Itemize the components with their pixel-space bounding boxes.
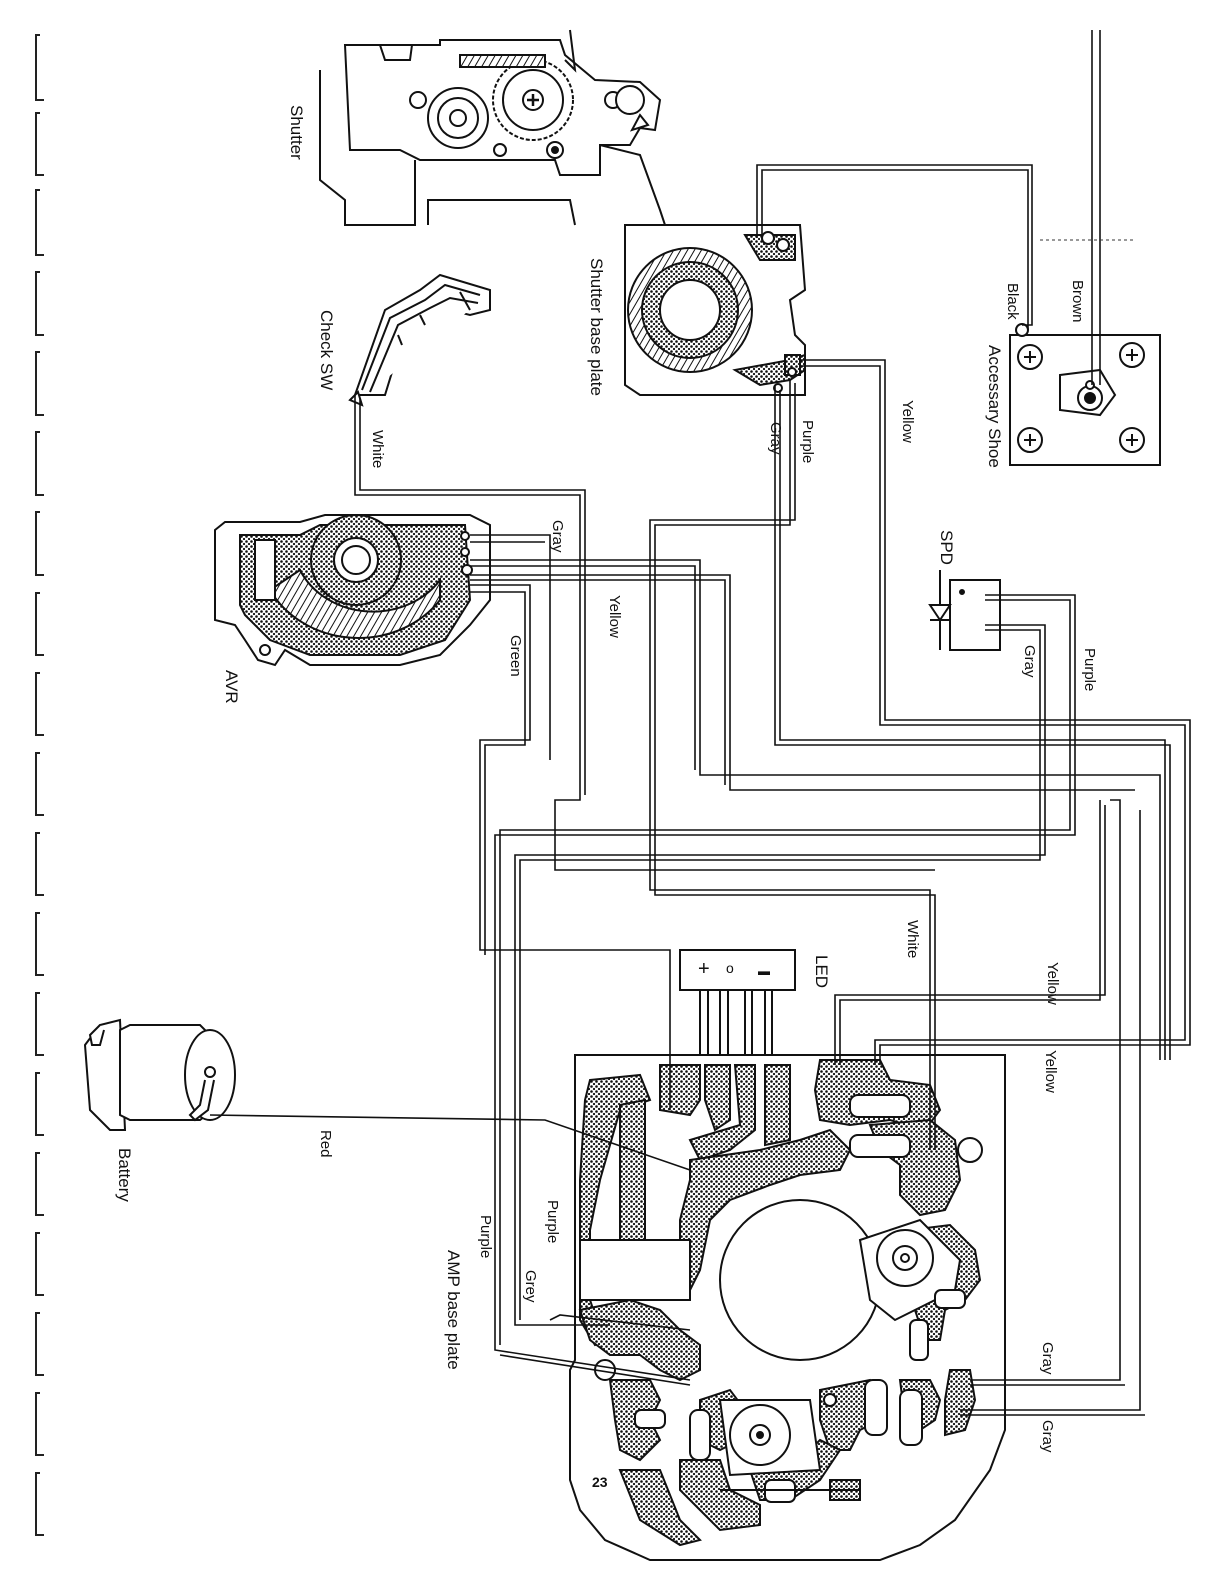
label-amp-base-plate: AMP base plate xyxy=(444,1250,463,1370)
wire-label-yellow-amp1: Yellow xyxy=(1044,962,1061,1005)
shutter-base-plate xyxy=(624,224,807,396)
led-circle: o xyxy=(726,960,734,976)
wire-label-gray-amp1: Gray xyxy=(1039,1342,1056,1375)
label-shutter-base-plate: Shutter base plate xyxy=(587,258,606,396)
page-number: 23 xyxy=(592,1474,608,1490)
wire-label-gray-amp2: Gray xyxy=(1039,1420,1056,1453)
wire-label-purple-spd: Purple xyxy=(1081,648,1098,692)
wire-label-red-battery: Red xyxy=(317,1130,334,1158)
label-shutter: Shutter xyxy=(287,105,306,160)
wire-label-white-check: White xyxy=(369,430,386,469)
led-minus: ▬ xyxy=(758,964,770,978)
wire-label-grey-amp: Grey xyxy=(522,1270,539,1303)
label-battery: Battery xyxy=(115,1148,134,1202)
label-accessary-shoe: Accessary Shoe xyxy=(985,345,1004,468)
wire-label-purple-amp2: Purple xyxy=(477,1215,494,1259)
label-spd: SPD xyxy=(937,530,956,565)
shutter-mechanism xyxy=(319,29,666,226)
wire-label-gray-avr: Gray xyxy=(549,520,566,553)
label-led: LED xyxy=(812,955,831,989)
label-avr: AVR xyxy=(222,670,241,704)
spd-component xyxy=(928,570,1001,651)
amp-base-plate xyxy=(569,1054,1006,1561)
battery-component xyxy=(83,1018,236,1131)
label-check-sw: Check SW xyxy=(317,310,336,391)
check-switch xyxy=(348,273,491,407)
accessary-shoe xyxy=(1009,323,1161,466)
wire-label-white-amp: White xyxy=(904,920,921,959)
wire-label-yellow-avr: Yellow xyxy=(606,595,623,638)
binder-holes xyxy=(35,34,44,1536)
wire-label-purple-shutter: Purple xyxy=(799,420,816,464)
avr-component xyxy=(214,514,491,667)
wire-label-yellow-amp2: Yellow xyxy=(1042,1050,1059,1093)
led-component: + o ▬ xyxy=(679,949,796,1065)
wire-label-purple-amp1: Purple xyxy=(544,1200,561,1244)
wire-label-brown: Brown xyxy=(1069,280,1086,323)
wire-label-black: Black xyxy=(1004,283,1021,320)
wires xyxy=(209,30,1191,1416)
wire-label-yellow-shoe: Yellow xyxy=(899,400,916,443)
wire-label-gray-spd: Gray xyxy=(1021,645,1038,678)
led-plus: + xyxy=(698,958,710,980)
wire-label-gray-shutter: Gray xyxy=(767,422,784,455)
wire-label-green-avr: Green xyxy=(507,635,524,677)
